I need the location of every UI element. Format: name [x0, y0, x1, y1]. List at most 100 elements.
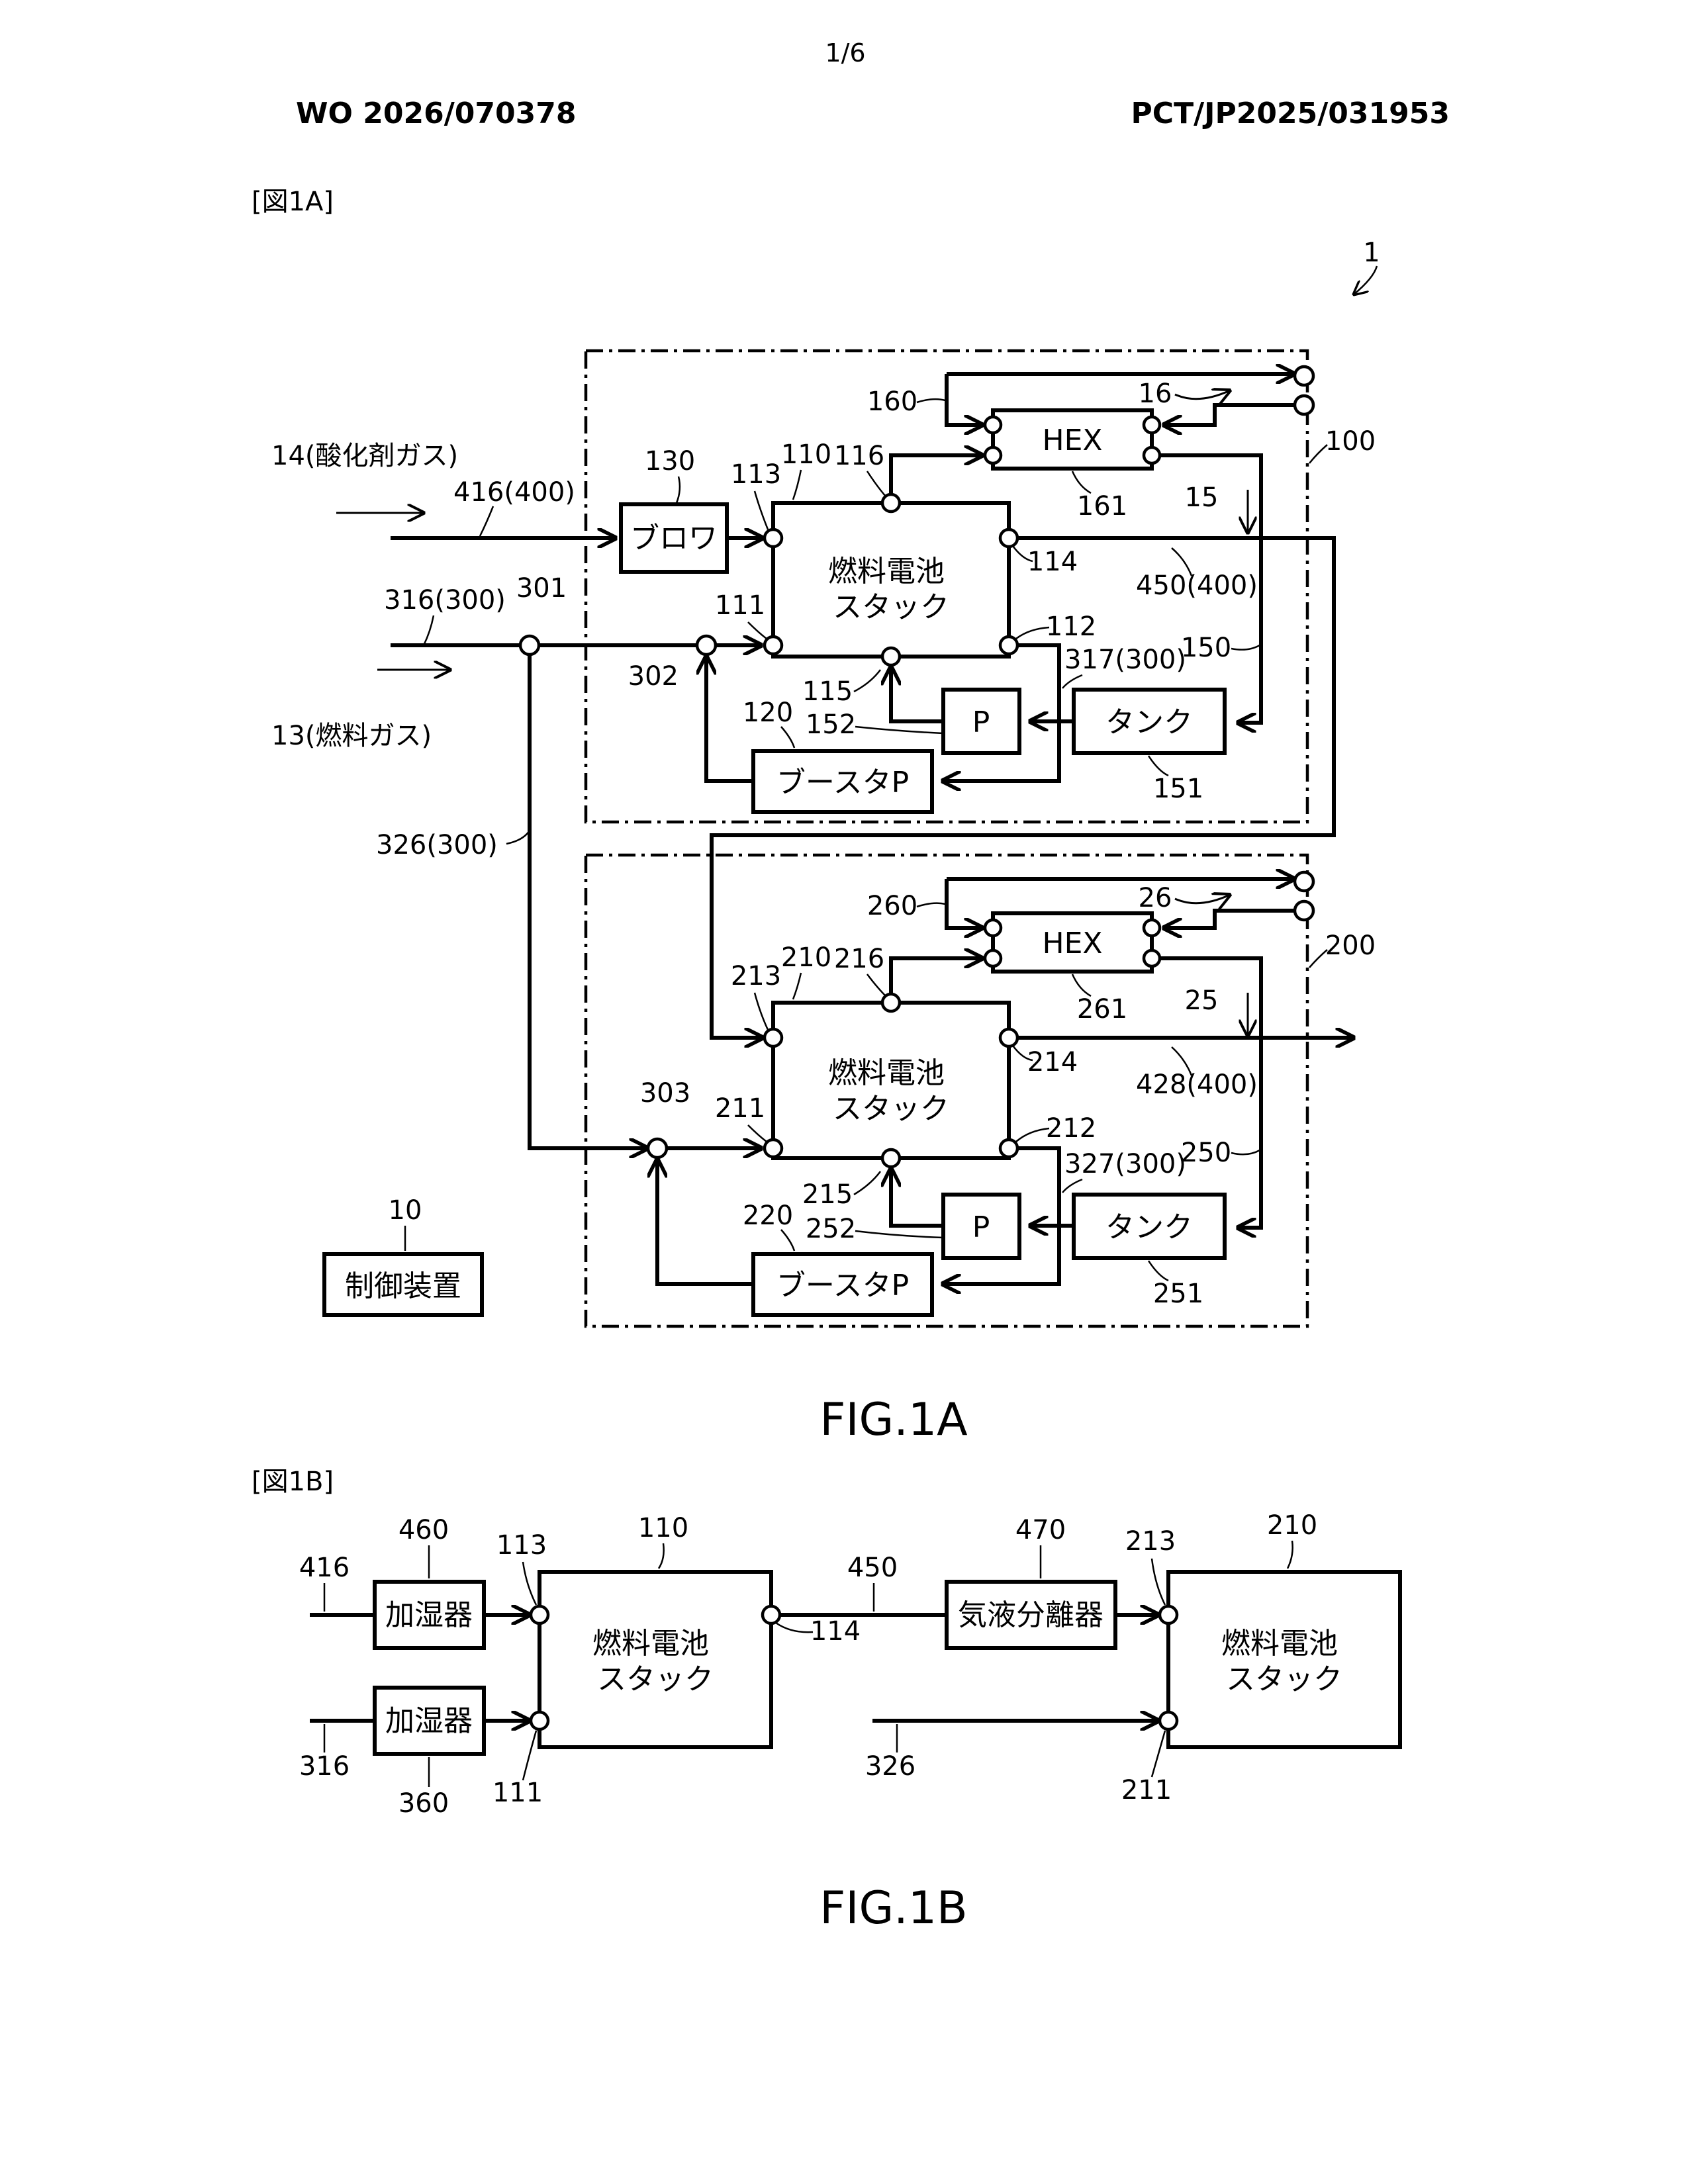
port-112: [1000, 637, 1017, 654]
stack-210-line2: スタック: [833, 1092, 949, 1126]
booster-220-ref: 220: [743, 1201, 793, 1231]
booster-220-label: ブースタP: [776, 1269, 909, 1302]
fuel-branch-label: 326(300): [376, 830, 498, 860]
port-114: [1000, 529, 1017, 547]
coolant-loop-160-label: 160: [867, 387, 917, 417]
stack2-line2: スタック: [1226, 1662, 1342, 1696]
water-line-150-label: 150: [1181, 633, 1231, 663]
water-line-250-label: 250: [1181, 1138, 1231, 1168]
coolant-line-25-label: 25: [1185, 985, 1219, 1016]
controller-ref: 10: [389, 1195, 422, 1226]
coolant-line-15-label: 15: [1185, 482, 1219, 513]
port-215: [882, 1150, 900, 1167]
j301-label: 301: [516, 573, 567, 604]
humidifier-360-ref: 360: [399, 1788, 449, 1819]
port-213: [765, 1029, 782, 1046]
port-213-b-label: 213: [1125, 1526, 1176, 1557]
line-326-label: 326: [865, 1751, 915, 1782]
application-number: PCT/JP2025/031953: [1131, 97, 1450, 130]
oxidant-line-label: 416(400): [453, 477, 575, 508]
port-114-b-label: 114: [810, 1616, 861, 1647]
fig1b-caption: FIG.1B: [820, 1882, 967, 1934]
hex-161-ref: 161: [1077, 491, 1127, 522]
offgas-450-label: 450(400): [1136, 570, 1258, 601]
port-113: [765, 529, 782, 547]
port-211: [765, 1140, 782, 1157]
controller-label: 制御装置: [345, 1269, 461, 1303]
port-115: [882, 648, 900, 665]
junction-302: [697, 636, 716, 655]
port-212-label: 212: [1046, 1113, 1096, 1144]
blower-label: ブロワ: [630, 522, 718, 555]
port-114-label: 114: [1027, 547, 1078, 577]
coolant-ext-16-label: 16: [1139, 379, 1172, 409]
tank-151-ref: 151: [1153, 774, 1203, 804]
port-111-b-label: 111: [492, 1778, 543, 1808]
fuel-gas-label: 13(燃料ガス): [271, 721, 432, 751]
port-111: [765, 637, 782, 654]
humidifier-360-label: 加湿器: [385, 1704, 473, 1738]
stack-210-ref: 210: [781, 942, 831, 973]
tank-151-label: タンク: [1105, 705, 1193, 739]
stack1-line2: スタック: [597, 1662, 714, 1696]
line-316-label: 316: [299, 1751, 350, 1782]
unit-200-ref: 200: [1325, 931, 1376, 961]
pump-152-label: P: [972, 705, 990, 739]
pump-152-ref: 152: [806, 709, 856, 740]
junction-301: [520, 636, 539, 655]
stack1-line1: 燃料電池: [592, 1627, 709, 1661]
coolant-ext-26-label: 26: [1139, 883, 1172, 913]
stack2-line1: 燃料電池: [1221, 1627, 1338, 1661]
port-116: [882, 494, 900, 512]
stack1-ref: 110: [638, 1513, 688, 1543]
tank-251-label: タンク: [1105, 1210, 1193, 1244]
fig1a-label: [図1A]: [252, 187, 334, 217]
separator-ref: 470: [1015, 1515, 1066, 1545]
system-ref: 1: [1363, 238, 1380, 268]
hex-261-label: HEX: [1042, 927, 1102, 960]
blower-ref: 130: [645, 446, 695, 477]
unit-100-ref: 100: [1325, 426, 1376, 457]
port-112-label: 112: [1046, 612, 1096, 642]
port-214-label: 214: [1027, 1047, 1078, 1077]
port-113-label: 113: [731, 459, 781, 490]
pump-252-ref: 252: [806, 1214, 856, 1244]
humidifier-460-ref: 460: [399, 1515, 449, 1545]
tank-251-ref: 251: [1153, 1279, 1203, 1309]
junction-303: [648, 1139, 667, 1158]
oxidant-gas-label: 14(酸化剤ガス): [271, 441, 458, 471]
line-450-label: 450: [847, 1553, 898, 1583]
fuel-out-317-label: 317(300): [1064, 645, 1186, 675]
fuel-branch-326: [530, 655, 647, 1148]
fig1a-caption: FIG.1A: [820, 1394, 967, 1446]
stack-110-ref: 110: [781, 439, 831, 470]
port-213-label: 213: [731, 961, 781, 991]
line-416-label: 416: [299, 1553, 350, 1583]
pump-252-label: P: [972, 1210, 990, 1244]
fuel-line-label: 316(300): [384, 585, 506, 615]
hex-261-ref: 261: [1077, 994, 1127, 1024]
fig1b-label: [図1B]: [252, 1467, 334, 1497]
port-211-label: 211: [715, 1093, 765, 1124]
booster-120-ref: 120: [743, 698, 793, 728]
port-115-label: 115: [802, 676, 853, 707]
stack-110-line2: スタック: [833, 590, 949, 624]
exhaust-428-label: 428(400): [1136, 1069, 1258, 1100]
separator-label: 気液分離器: [958, 1598, 1103, 1632]
port-212: [1000, 1140, 1017, 1157]
stack2-ref: 210: [1267, 1510, 1317, 1541]
port-113-b-label: 113: [496, 1530, 547, 1561]
port-214: [1000, 1029, 1017, 1046]
port-116-label: 116: [834, 441, 884, 471]
coolant-loop-260-label: 260: [867, 891, 917, 921]
hex-161-label: HEX: [1042, 424, 1102, 457]
page-number: 1/6: [825, 38, 865, 68]
stack-110-line1: 燃料電池: [828, 555, 945, 588]
humidifier-460-label: 加湿器: [385, 1598, 473, 1632]
fuel-out-327-label: 327(300): [1064, 1149, 1186, 1179]
port-216: [882, 994, 900, 1011]
stack-210-line1: 燃料電池: [828, 1056, 945, 1090]
port-111-label: 111: [715, 590, 765, 621]
j302-label: 302: [628, 661, 679, 692]
